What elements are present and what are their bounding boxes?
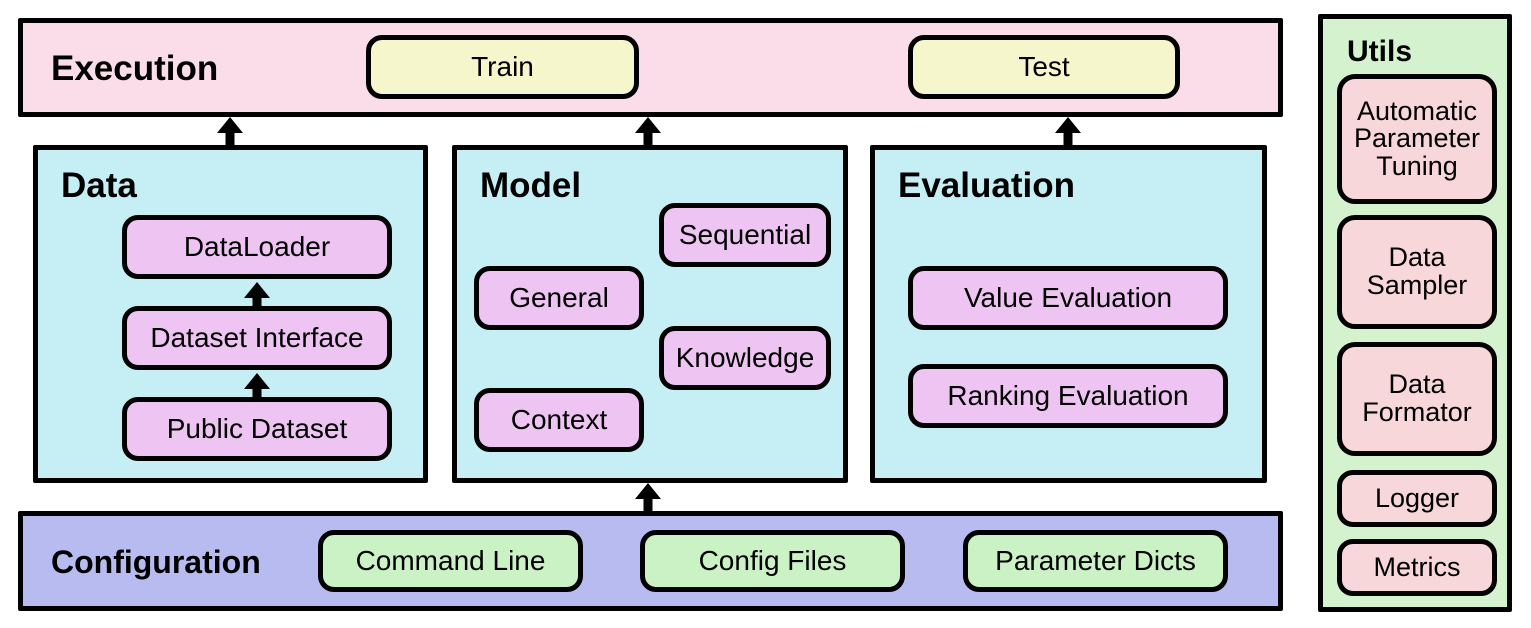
- model-chip-knowledge[interactable]: Knowledge: [659, 326, 831, 390]
- utils-chip-logger[interactable]: Logger: [1337, 470, 1497, 527]
- execution-panel-title: Execution: [51, 49, 219, 88]
- model-chip-general[interactable]: General: [474, 266, 644, 330]
- utils-chip-metrics[interactable]: Metrics: [1337, 539, 1497, 596]
- utils-chip-automatic-parameter-tuning[interactable]: Automatic Parameter Tuning: [1337, 74, 1497, 204]
- model-chip-sequential[interactable]: Sequential: [659, 203, 831, 267]
- execution-chip-test[interactable]: Test: [908, 35, 1180, 99]
- configuration-chip-command-line[interactable]: Command Line: [318, 530, 583, 592]
- utils-panel-title: Utils: [1347, 35, 1413, 68]
- configuration-chip-config-files[interactable]: Config Files: [640, 530, 905, 592]
- utils-chip-data-formator[interactable]: Data Formator: [1337, 342, 1497, 456]
- utils-chip-data-sampler[interactable]: Data Sampler: [1337, 215, 1497, 329]
- evaluation-chip-value-evaluation[interactable]: Value Evaluation: [908, 266, 1228, 330]
- model-chip-context[interactable]: Context: [474, 388, 644, 452]
- data-chip-dataloader[interactable]: DataLoader: [122, 215, 392, 279]
- model-panel-title: Model: [480, 166, 582, 205]
- configuration-chip-parameter-dicts[interactable]: Parameter Dicts: [963, 530, 1228, 592]
- data-chip-public-dataset[interactable]: Public Dataset: [122, 397, 392, 461]
- data-chip-dataset-interface[interactable]: Dataset Interface: [122, 306, 392, 370]
- evaluation-chip-ranking-evaluation[interactable]: Ranking Evaluation: [908, 364, 1228, 428]
- data-panel-title: Data: [61, 166, 137, 205]
- evaluation-panel-title: Evaluation: [898, 166, 1075, 205]
- configuration-panel-title: Configuration: [51, 544, 261, 580]
- execution-chip-train[interactable]: Train: [366, 35, 639, 99]
